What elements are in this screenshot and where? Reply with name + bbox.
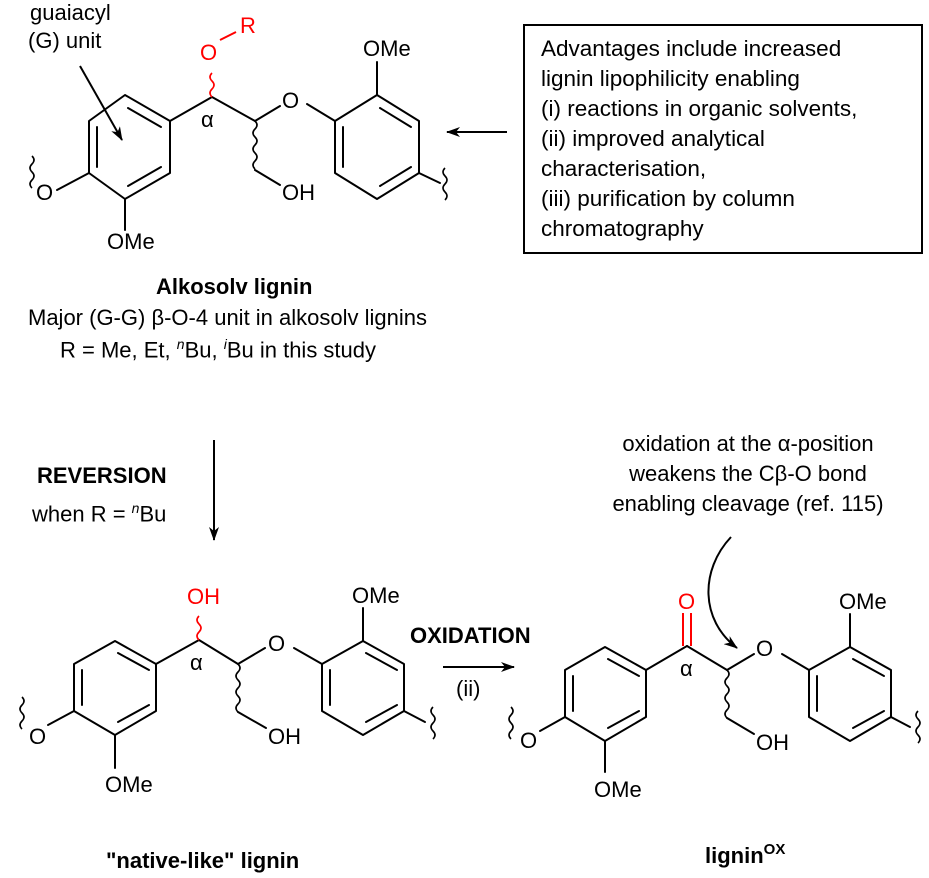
bond: [539, 716, 566, 732]
bond: [306, 103, 336, 122]
ome-top-label: OMe: [352, 583, 400, 608]
advantages-box: Advantages include increased lignin lipo…: [523, 24, 923, 254]
guaiacyl-ring: [564, 646, 647, 742]
bond: [890, 716, 911, 728]
oxidation-note-line: oxidation at the α-position: [622, 431, 874, 456]
ome-ring1-label: OMe: [107, 229, 155, 254]
polymer-continuation-wavy: [442, 167, 448, 201]
native-like-lignin-structure: O OMe α OH O OH OMe: [19, 583, 436, 797]
o-red-label: O: [678, 589, 695, 614]
bond: [56, 172, 90, 191]
bond: [781, 653, 810, 671]
bond: [418, 172, 441, 184]
bond: [686, 645, 728, 671]
alkosolv-subtitle: Major (G-G) β-O-4 unit in alkosolv ligni…: [28, 305, 427, 330]
oh-red-label: OH: [187, 584, 220, 609]
r-groups-text: Bu in this study: [226, 337, 377, 363]
polymer-continuation-wavy: [19, 696, 25, 730]
guaiacyl-ring: [88, 94, 171, 200]
bond: [645, 645, 688, 671]
o-link-left-label: O: [36, 180, 53, 205]
aryl-ether-ring: [334, 94, 420, 200]
condition-text: when R =: [32, 501, 132, 527]
r-label: R: [240, 13, 256, 38]
r-groups-text: R = Me, Et,: [60, 337, 177, 363]
bond: [237, 647, 266, 665]
ox-superscript: OX: [763, 841, 786, 858]
callout-arrow: [79, 65, 123, 141]
ome-ring2-label: OMe: [363, 36, 411, 61]
polymer-continuation-wavy: [508, 706, 514, 740]
oh-label: OH: [282, 180, 315, 205]
o-ether-label: O: [756, 636, 773, 661]
guaiacyl-callout-line2: (G) unit: [28, 28, 101, 53]
note-pointer-arrow: [707, 536, 738, 649]
ome-bottom-label: OMe: [594, 777, 642, 802]
alpha-label: α: [190, 650, 203, 675]
advantages-line: (i) reactions in organic solvents,: [541, 96, 858, 121]
bond: [726, 717, 755, 735]
oxidation-label: OXIDATION: [410, 623, 531, 648]
bond: [403, 710, 426, 723]
bond: [198, 639, 239, 665]
alkosolv-lignin-structure: O OMe α O R O OH OMe: [29, 13, 448, 254]
o-ether-label: O: [282, 88, 299, 113]
lignin-ox-caption: ligninOX: [705, 841, 785, 869]
guaiacyl-ring: [73, 640, 157, 736]
native-like-caption: "native-like" lignin: [106, 848, 300, 873]
i-superscript: i: [223, 336, 227, 352]
stereo-wavy-bond: [196, 615, 202, 641]
bond: [219, 31, 237, 41]
advantages-line: characterisation,: [541, 156, 707, 181]
ome-top-label: OMe: [839, 589, 887, 614]
bond: [169, 96, 213, 122]
stereo-wavy-bond: [724, 669, 730, 719]
bond: [155, 639, 200, 665]
bond: [293, 647, 323, 665]
n-superscript: n: [131, 500, 140, 516]
o-left-label: O: [520, 728, 537, 753]
alpha-label: α: [201, 107, 214, 132]
oh-label: OH: [268, 724, 301, 749]
advantages-line: (ii) improved analytical: [541, 126, 765, 151]
advantages-line: lignin lipophilicity enabling: [541, 66, 800, 91]
o-ether-label: O: [268, 631, 285, 656]
n-superscript: n: [176, 336, 185, 352]
oxidation-note-line: enabling cleavage (ref. 115): [612, 491, 884, 516]
aryl-ether-ring: [808, 646, 892, 742]
condition-text: Bu: [139, 501, 167, 527]
advantages-line: chromatography: [541, 216, 704, 241]
r-groups-text: Bu,: [184, 337, 224, 363]
lignin-ox-structure: O OMe α O O OH OMe: [508, 589, 921, 802]
bond: [254, 169, 281, 186]
stereo-wavy-bond: [252, 120, 258, 170]
polymer-continuation-wavy: [29, 155, 35, 189]
alpha-label: α: [680, 656, 693, 681]
ome-bottom-label: OMe: [105, 772, 153, 797]
alkosolv-title: Alkosolv lignin: [156, 274, 313, 299]
bond: [237, 711, 267, 729]
bond: [726, 653, 755, 671]
oxidation-note-line: weakens the Cβ-O bond: [629, 461, 867, 486]
alkosolv-r-groups: R = Me, Et, nBu, iBu in this study: [60, 336, 376, 363]
guaiacyl-callout-line1: guaiacyl: [30, 0, 111, 25]
stereo-wavy-bond: [235, 663, 241, 713]
advantages-line: (iii) purification by column: [541, 186, 795, 211]
reversion-condition: when R = nBu: [32, 500, 166, 527]
bond: [211, 96, 256, 122]
reversion-label: REVERSION: [37, 463, 167, 488]
caption-main: lignin: [705, 843, 764, 868]
o-r-label: O: [200, 40, 217, 65]
bond: [47, 710, 75, 726]
oxidation-condition: (ii): [456, 676, 481, 701]
advantages-line: Advantages include increased: [541, 36, 842, 61]
o-left-label: O: [29, 724, 46, 749]
stereo-wavy-bond: [209, 72, 215, 98]
polymer-continuation-wavy: [915, 710, 921, 744]
oh-label: OH: [756, 730, 789, 755]
bond: [254, 105, 281, 122]
polymer-continuation-wavy: [430, 706, 436, 740]
aryl-ether-ring: [321, 640, 405, 736]
